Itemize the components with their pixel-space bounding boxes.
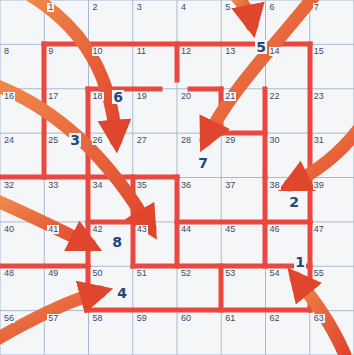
cell-number: 44 [180,225,192,234]
cell-number: 4 [180,3,187,12]
cell-number: 17 [47,92,59,101]
cell-number: 51 [136,269,148,278]
cell-number: 53 [224,269,236,278]
cell-number: 41 [47,225,59,234]
cell-number: 23 [313,92,325,101]
cell-number: 60 [180,314,192,323]
cell-number: 54 [269,269,281,278]
cell-number: 37 [224,181,236,190]
cell-number: 25 [47,136,59,145]
cell-number: 38 [269,181,281,190]
room-number: 6 [112,90,124,104]
cell-number: 27 [136,136,148,145]
cell-number: 35 [136,181,148,190]
cell-number: 20 [180,92,192,101]
cell-number: 7 [313,3,320,12]
room-number: 5 [255,40,267,54]
cell-number: 42 [92,225,104,234]
cell-number: 52 [180,269,192,278]
cell-number: 14 [269,47,281,56]
room-number: 7 [197,156,209,170]
cell-number: 9 [47,47,54,56]
cell-number: 1 [47,3,54,12]
cell-number: 15 [313,47,325,56]
cell-number: 11 [136,47,147,56]
cell-number: 12 [180,47,192,56]
cell-number: 5 [224,3,231,12]
cell-number: 47 [313,225,325,234]
cell-number: 59 [136,314,148,323]
cell-number: 36 [180,181,192,190]
cell-number: 55 [313,269,325,278]
cell-number: 62 [269,314,281,323]
cell-number: 29 [224,136,236,145]
cell-number: 63 [313,314,325,323]
cell-number: 24 [3,136,15,145]
cell-number: 46 [269,225,281,234]
room-number: 8 [111,235,123,249]
cell-number: 40 [3,225,15,234]
cell-number: 57 [47,314,59,323]
cell-number: 45 [224,225,236,234]
cell-number: 43 [136,225,148,234]
cell-number: 48 [3,269,15,278]
room-number: 2 [288,195,300,209]
cell-number: 13 [224,47,236,56]
room-number: 4 [116,286,128,300]
cell-number: 32 [3,181,15,190]
cell-number: 31 [313,136,325,145]
cell-number: 28 [180,136,192,145]
cell-number: 6 [269,3,276,12]
maze-walls [0,44,310,310]
cell-number: 49 [47,269,59,278]
cell-number: 8 [3,47,10,56]
room-number: 3 [69,133,81,147]
cell-number: 3 [136,3,143,12]
cell-number: 2 [92,3,99,12]
cell-number: 18 [92,92,104,101]
cell-number: 33 [47,181,59,190]
cell-number: 22 [269,92,281,101]
cell-number: 16 [3,92,15,101]
cell-number: 50 [92,269,104,278]
cell-number: 19 [136,92,148,101]
cell-number: 61 [224,314,236,323]
cell-number: 34 [92,181,104,190]
cell-number: 21 [224,92,236,101]
cell-number: 58 [92,314,104,323]
cell-number: 30 [269,136,281,145]
cell-number: 10 [92,47,104,56]
cell-number: 26 [92,136,104,145]
cell-number: 39 [313,181,325,190]
cell-number: 56 [3,314,15,323]
room-number: 1 [294,255,306,269]
